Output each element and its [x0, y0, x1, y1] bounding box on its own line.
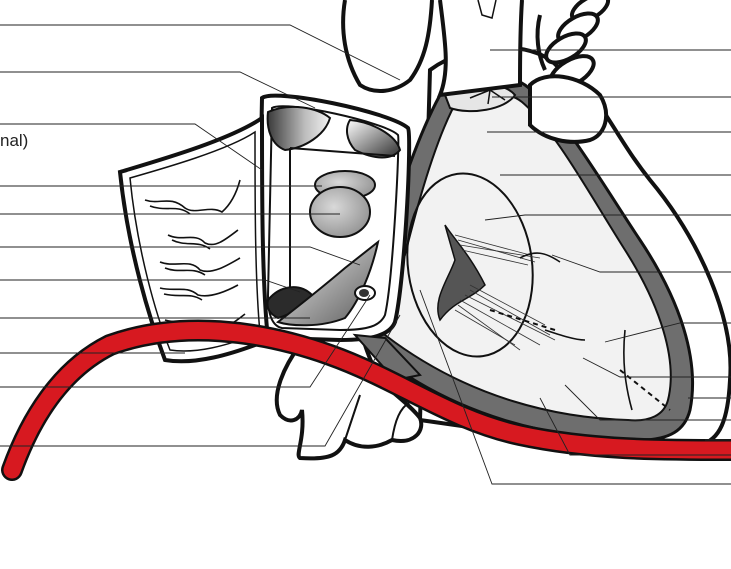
pulmonary-trunk: [343, 0, 432, 91]
partial-label-text: nal): [0, 131, 28, 150]
valve-opening-dark: [359, 289, 369, 297]
aortic-arch: [440, 0, 522, 95]
coronary-sinus-opening: [310, 187, 370, 237]
